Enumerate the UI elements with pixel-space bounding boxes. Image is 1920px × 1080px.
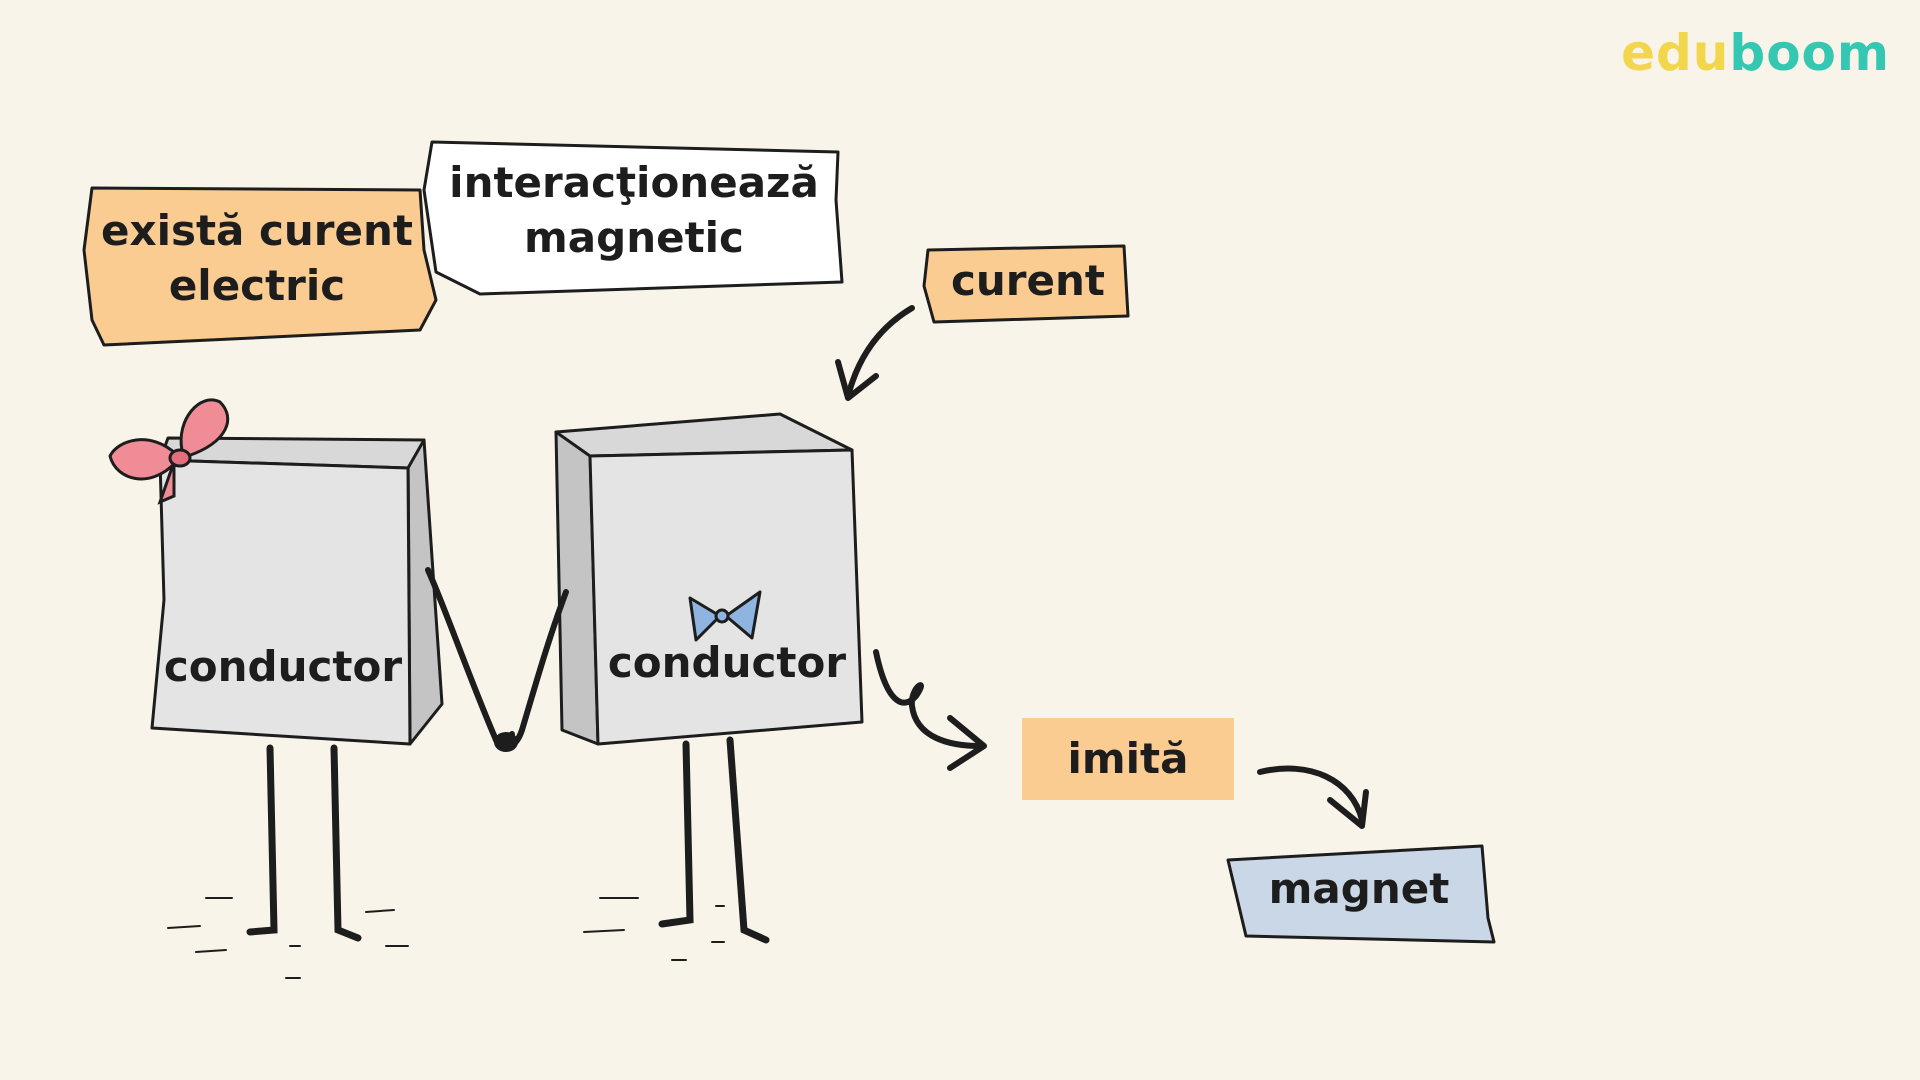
label-imita: imită bbox=[1067, 734, 1189, 783]
arrow-box-to-imita bbox=[873, 649, 983, 749]
label-curent: curent bbox=[951, 256, 1105, 305]
holding-hands bbox=[494, 732, 518, 752]
left-leg-1 bbox=[246, 744, 278, 936]
pink-bow bbox=[108, 398, 230, 505]
tag-magnet-bg bbox=[1226, 844, 1496, 944]
tag-imita-bg bbox=[1022, 718, 1234, 800]
left-leg-2 bbox=[330, 744, 362, 942]
ground-marks bbox=[167, 897, 725, 979]
tag-curent-bg bbox=[922, 244, 1130, 324]
left-conductor-face bbox=[150, 458, 412, 746]
left-arm bbox=[425, 567, 515, 750]
tag-interactioneaza-bg bbox=[422, 140, 844, 296]
arrow-imita-head bbox=[947, 715, 987, 771]
blue-bow-tie bbox=[688, 590, 762, 642]
left-conductor-character bbox=[108, 398, 515, 942]
right-arm bbox=[495, 589, 569, 750]
arrow-curent-head bbox=[835, 359, 879, 401]
label-exista-curent: există curent electric bbox=[101, 206, 413, 310]
label-magnet: magnet bbox=[1268, 864, 1450, 913]
tag-exista-curent-bg bbox=[82, 186, 438, 347]
right-conductor-character bbox=[494, 412, 864, 944]
brand-logo-part1: edu bbox=[1621, 24, 1730, 82]
right-leg-2 bbox=[726, 736, 770, 944]
arrow-imita-to-magnet bbox=[1257, 765, 1365, 823]
label-left-conductor: conductor bbox=[163, 642, 403, 691]
brand-logo: eduboom bbox=[1621, 24, 1890, 82]
arrow-curent-to-box bbox=[845, 305, 915, 399]
right-conductor-face bbox=[588, 448, 864, 746]
arrow-magnet-head bbox=[1327, 789, 1369, 829]
brand-logo-part2: boom bbox=[1729, 24, 1890, 82]
label-interactioneaza: interacţionează magnetic bbox=[449, 158, 819, 262]
right-leg-1 bbox=[658, 740, 694, 928]
label-right-conductor: conductor bbox=[607, 638, 847, 687]
